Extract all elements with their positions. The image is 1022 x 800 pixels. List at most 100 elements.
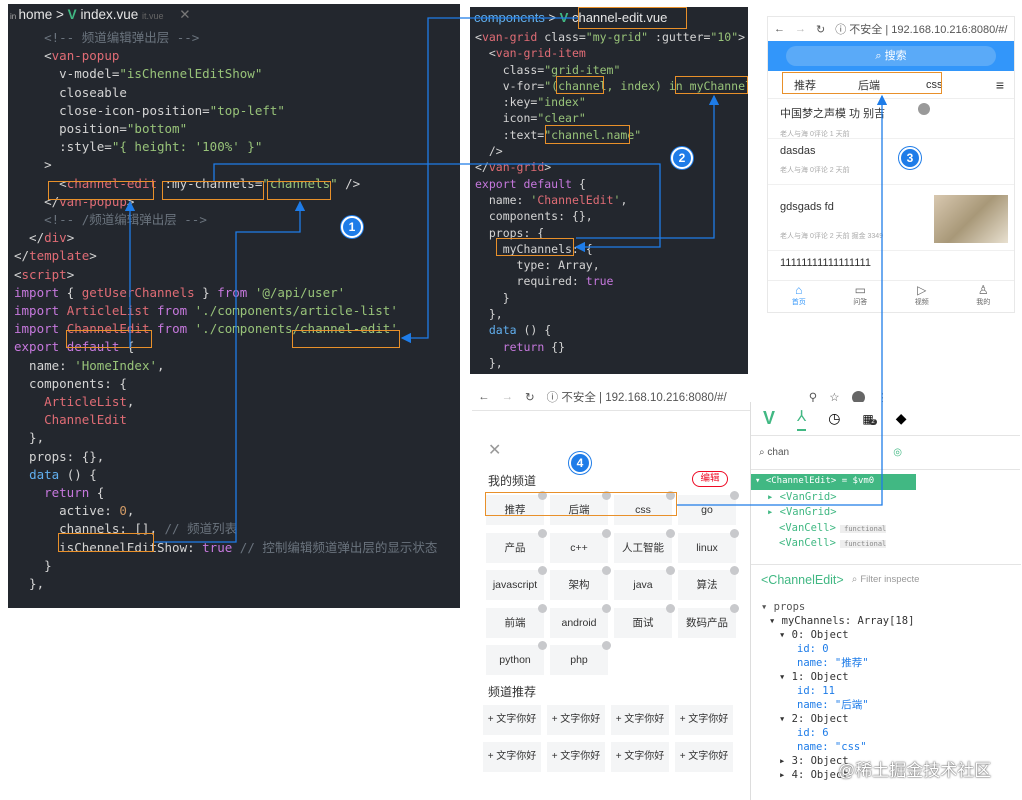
breadcrumb-file[interactable]: channel-edit.vue (571, 10, 668, 25)
clear-icon[interactable] (666, 528, 675, 538)
clear-icon[interactable] (602, 491, 611, 500)
zoom-icon[interactable]: ⚲ (808, 392, 818, 404)
reload-icon[interactable]: ↻ (816, 23, 826, 36)
arrow-attr-to-prop (213, 163, 661, 253)
breadcrumb-file[interactable]: index.vue (80, 7, 139, 22)
channel-item[interactable]: c++ (550, 528, 611, 563)
search-input[interactable]: chan (767, 447, 790, 458)
clear-icon[interactable] (666, 603, 675, 613)
watermark: @稀土掘金技术社区 (838, 761, 992, 780)
nav-bar: ⌕ 搜索 (768, 41, 1014, 71)
tab-backend[interactable]: 后端 (858, 79, 880, 92)
channel-item[interactable]: java (614, 566, 675, 600)
clear-icon[interactable] (730, 566, 739, 575)
back-icon[interactable]: ← (478, 391, 490, 403)
tab-recommend[interactable]: 推荐 (794, 79, 816, 92)
address-bar[interactable]: ⓘ 不安全 | 192.168.10.216:8080/#/ (835, 24, 1008, 36)
tree-node[interactable]: ▸ <VanGrid> (767, 490, 837, 503)
forward-icon[interactable]: → (795, 23, 806, 35)
channel-item[interactable]: 推荐 (486, 491, 547, 525)
address-bar[interactable]: ⓘ 不安全 | 192.168.10.216:8080/#/ (546, 392, 727, 404)
channel-item[interactable]: css (614, 491, 675, 525)
close-icon[interactable]: ✕ (488, 442, 502, 459)
recommend-channel-item[interactable]: + 文字你好 (675, 705, 733, 735)
channel-item[interactable]: 后端 (550, 491, 611, 525)
edit-button[interactable]: 编辑 (692, 471, 728, 487)
clear-icon[interactable] (538, 491, 547, 500)
channel-item[interactable]: 前端 (486, 603, 547, 638)
forward-icon[interactable]: → (501, 391, 514, 403)
clear-icon[interactable] (538, 566, 547, 575)
tree-node[interactable]: <VanCell> functional (779, 521, 887, 534)
clear-icon[interactable] (666, 491, 675, 500)
code-line: v-for="(channel, index) in myChannels" (475, 78, 748, 93)
clear-icon[interactable] (602, 528, 611, 538)
components-tab-icon[interactable]: ⅄ (797, 407, 807, 431)
tab-css[interactable]: css (926, 78, 943, 91)
article-item[interactable]: gdsgads fd 老人与海 0评论 2 天前 掘金 3349 (768, 185, 1014, 251)
channel-item[interactable]: python (486, 641, 547, 675)
hamburger-icon[interactable]: ≡ (995, 76, 1004, 93)
search-button[interactable]: ⌕ 搜索 (786, 46, 996, 66)
tabbar-video[interactable]: ▷视频 (891, 281, 953, 312)
channel-item[interactable]: android (550, 603, 611, 638)
breadcrumb-folder[interactable]: home (18, 7, 53, 22)
clear-icon[interactable] (602, 641, 611, 650)
channel-item[interactable]: linux (678, 528, 739, 563)
clear-icon[interactable] (538, 528, 547, 538)
recommend-channel-item[interactable]: + 文字你好 (547, 742, 605, 772)
recommend-channel-item[interactable]: + 文字你好 (483, 742, 541, 772)
close-icon[interactable]: ✕ (179, 7, 191, 22)
grid-icon[interactable]: ▦2 (862, 411, 877, 426)
recommend-channel-item[interactable]: + 文字你好 (547, 705, 605, 735)
history-icon[interactable]: ◷ (828, 410, 841, 426)
channel-item[interactable]: 产品 (486, 528, 547, 563)
clear-icon[interactable] (602, 603, 611, 613)
tree-node[interactable]: ▾ <ChannelEdit> = $vm0 (751, 474, 916, 490)
channel-item[interactable]: go (678, 491, 739, 525)
tab-bar: ⌂首页 ▭问答 ▷视频 ♙我的 (768, 280, 1014, 312)
tabbar-mine[interactable]: ♙我的 (953, 281, 1015, 312)
star-icon[interactable]: ☆ (829, 392, 840, 404)
channel-item[interactable]: 架构 (550, 566, 611, 600)
target-icon[interactable]: ◎ (893, 447, 902, 458)
recommend-channel-item[interactable]: + 文字你好 (611, 705, 669, 735)
article-item[interactable]: dasdas 老人与海 0评论 2 天前 (768, 139, 1014, 185)
channel-item[interactable]: 面试 (614, 603, 675, 638)
clear-icon[interactable] (666, 566, 675, 575)
breadcrumb-ghost: it.vue (142, 11, 164, 21)
recommend-channel-item[interactable]: + 文字你好 (483, 705, 541, 735)
recommend-channel-item[interactable]: + 文字你好 (675, 742, 733, 772)
code-area[interactable]: <!-- 频道编辑弹出层 --> <van-popup v-model="isC… (8, 26, 460, 593)
routing-icon[interactable]: ◆ (895, 410, 907, 426)
code-line: closeable (14, 84, 127, 100)
code-area[interactable]: <van-grid class="my-grid" :gutter="10"> … (470, 29, 748, 371)
article-item[interactable]: 中国梦之声模 功 别吉 老人与海 0评论 1 天前 (768, 99, 1014, 139)
clear-icon[interactable] (602, 566, 611, 575)
clear-icon[interactable] (538, 641, 547, 650)
clear-icon[interactable] (730, 603, 739, 613)
recommend-channel-item[interactable]: + 文字你好 (611, 742, 669, 772)
channel-item[interactable]: php (550, 641, 611, 675)
info-icon: ⓘ (835, 24, 847, 36)
channel-item[interactable]: 数码产品 (678, 603, 739, 638)
tabbar-qa[interactable]: ▭问答 (830, 281, 892, 312)
profile-icon[interactable] (851, 390, 865, 404)
clear-icon[interactable] (538, 603, 547, 613)
article-item[interactable]: 11111111111111111 (768, 251, 1014, 277)
channel-item[interactable]: 算法 (678, 566, 739, 600)
filter-input[interactable]: Filter inspecte (860, 574, 920, 585)
tabbar-home[interactable]: ⌂首页 (768, 281, 830, 312)
functional-tag: functional (839, 540, 887, 548)
clear-icon[interactable] (730, 491, 739, 500)
reload-icon[interactable]: ↻ (525, 392, 535, 404)
home-icon: ⌂ (795, 283, 803, 297)
tree-node[interactable]: <VanCell> functional (779, 537, 887, 549)
component-tree: ▾ <ChannelEdit> = $vm0▸ <VanGrid>▸ <VanG… (751, 474, 916, 552)
back-icon[interactable]: ← (774, 23, 785, 35)
clear-icon[interactable] (730, 528, 739, 538)
channel-item[interactable]: 人工智能 (614, 528, 675, 563)
channel-item[interactable]: javascript (486, 566, 547, 600)
tree-node[interactable]: ▸ <VanGrid> (767, 506, 837, 518)
props-inspector: ▾ props▾ myChannels: Array[18]▾ 0: Objec… (761, 600, 914, 782)
